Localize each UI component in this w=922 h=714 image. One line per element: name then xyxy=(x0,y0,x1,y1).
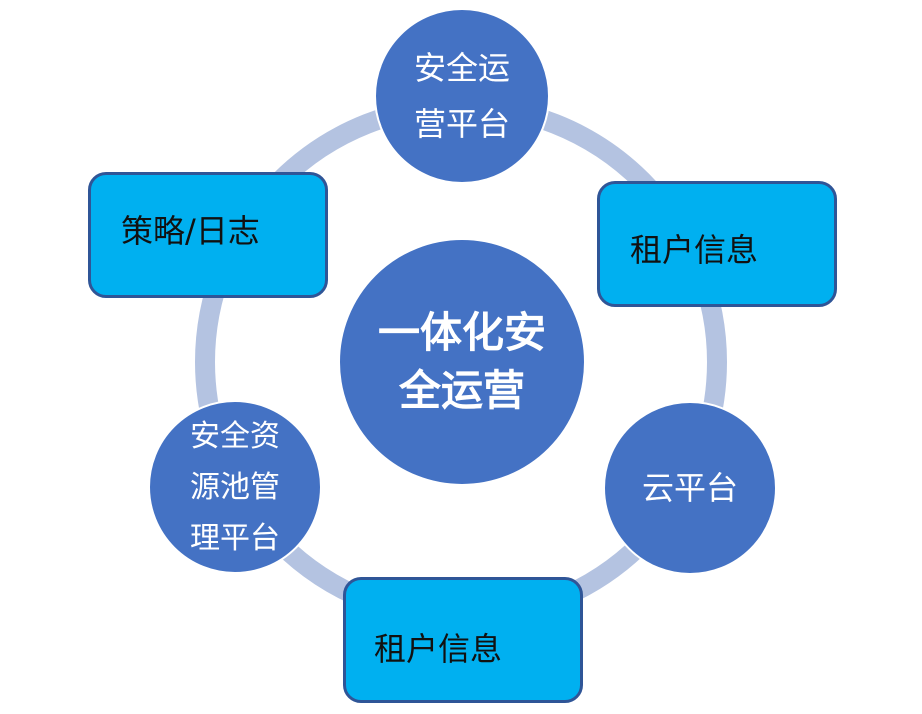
right-box-label: 租户信息 xyxy=(630,231,759,269)
center-circle: 一体化安 全运营 xyxy=(338,238,586,486)
left-circle: 安全资 源池管 理平台 xyxy=(148,400,322,574)
right-circle-label: 云平台 xyxy=(641,469,738,507)
center-label: 一体化安 全运营 xyxy=(377,308,546,415)
bottom-box: 租户信息 xyxy=(343,577,583,703)
top-label: 安全运 营平台 xyxy=(413,49,510,143)
right-box: 租户信息 xyxy=(597,181,837,307)
left-circle-label: 安全资 源池管 理平台 xyxy=(190,418,280,556)
right-circle: 云平台 xyxy=(603,401,777,575)
left-box: 策略/日志 xyxy=(88,172,328,298)
left-box-label: 策略/日志 xyxy=(121,212,260,250)
top-circle: 安全运 营平台 xyxy=(374,8,550,184)
bottom-box-label: 租户信息 xyxy=(374,630,503,668)
